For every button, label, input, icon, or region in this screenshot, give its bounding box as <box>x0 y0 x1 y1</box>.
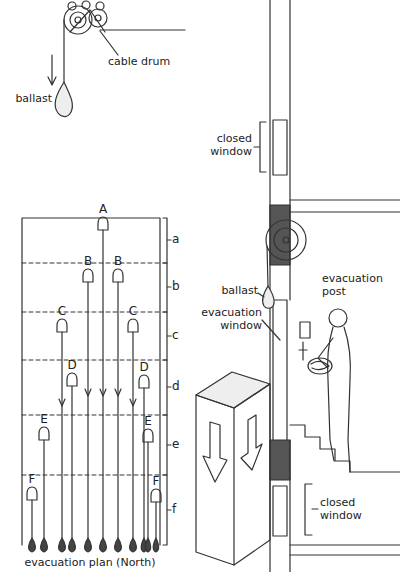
part-label: ballast <box>212 284 258 297</box>
zone-bracket <box>163 312 171 360</box>
post-symbol <box>98 217 108 230</box>
down-arrow <box>241 415 262 470</box>
post-letter: E <box>34 413 54 426</box>
post-symbol <box>27 487 37 500</box>
rope <box>63 20 64 82</box>
plan-outline <box>22 218 160 545</box>
down-arrow <box>203 422 227 482</box>
post-symbol <box>67 373 77 386</box>
drum-wheel <box>70 12 86 28</box>
post-letter: B <box>108 255 128 268</box>
ballast-drop <box>153 538 158 552</box>
facade-inner <box>289 0 290 572</box>
floor-slab <box>290 545 400 555</box>
part-label: ballast <box>10 92 52 105</box>
zone-bracket <box>163 415 171 475</box>
post-symbol <box>39 427 49 440</box>
drum-wheel <box>64 6 92 34</box>
ballast-drop <box>85 538 92 552</box>
post-symbol <box>83 269 93 282</box>
ballast-weight <box>55 82 72 117</box>
zone-letter: a <box>172 233 188 246</box>
evacuation-opening <box>273 300 287 440</box>
ballast-drop <box>130 538 137 552</box>
zone-bracket <box>163 360 171 415</box>
post-letter: D <box>62 359 82 372</box>
wall-shade <box>270 205 290 265</box>
tool <box>299 342 307 360</box>
zone-bracket <box>163 475 171 545</box>
zone-letter: c <box>172 329 188 342</box>
part-label: evacuation window <box>196 306 262 332</box>
ballast-drop <box>41 538 48 552</box>
pillar-face <box>234 384 270 565</box>
zone-letter: f <box>172 503 188 516</box>
rescue-harness <box>308 358 332 374</box>
ballast-drop <box>145 538 150 552</box>
part-label: closed window <box>200 132 252 158</box>
post-symbol <box>113 269 123 282</box>
drum-hub <box>75 17 81 23</box>
drum-hub <box>283 237 289 243</box>
wall-shade <box>270 440 290 480</box>
drum-wheel <box>266 220 306 260</box>
bracket <box>254 122 266 172</box>
pillar-top <box>196 372 270 408</box>
part-label: closed window <box>320 496 386 522</box>
post-letter: F <box>146 475 166 488</box>
post-letter: A <box>93 203 113 216</box>
plan-caption: evacuation plan (North) <box>10 556 170 569</box>
post-letter: D <box>134 361 154 374</box>
gear-wheel <box>89 9 107 27</box>
zone-divider <box>22 312 160 313</box>
post-symbol <box>128 319 138 332</box>
post-symbol <box>57 319 67 332</box>
zone-divider <box>22 475 160 476</box>
gear-hub <box>95 15 101 21</box>
zone-letter: d <box>172 380 188 393</box>
evacuation-plan <box>22 217 171 552</box>
ballast-drop <box>69 538 76 552</box>
ballast-drop <box>100 538 107 552</box>
person-body <box>328 327 351 472</box>
post-symbol <box>151 489 161 502</box>
post-letter: C <box>123 305 143 318</box>
wall-box <box>300 322 310 338</box>
cable-line <box>32 230 156 538</box>
drum-support <box>70 10 105 32</box>
post-letter: C <box>52 305 72 318</box>
ballast-drop <box>115 538 122 552</box>
leader-line <box>262 320 280 340</box>
zone-divider <box>22 360 160 361</box>
part-label: evacuation post <box>322 272 394 298</box>
zone-bracket <box>163 263 171 312</box>
rope <box>267 246 268 286</box>
window-frame <box>273 120 287 175</box>
ballast-drop <box>59 538 66 552</box>
leader-line <box>258 293 264 297</box>
rescue-harness <box>311 361 329 369</box>
drum-wheel <box>274 228 298 252</box>
beam <box>100 29 185 30</box>
window-frame <box>273 486 287 536</box>
person-head <box>329 309 347 327</box>
ballast-drop <box>29 538 36 552</box>
zone-letter: b <box>172 280 188 293</box>
zone-letter: e <box>172 438 188 451</box>
motion-arrow <box>48 55 56 85</box>
post-letter: B <box>78 255 98 268</box>
sign-pillar <box>196 372 270 565</box>
bracket <box>305 484 318 535</box>
post-letter: F <box>22 473 42 486</box>
post-letter: E <box>138 415 158 428</box>
direction-arrow <box>59 389 136 406</box>
stairs <box>290 425 400 472</box>
building-section <box>254 0 400 572</box>
floor-slab <box>290 200 400 212</box>
zone-bracket <box>163 218 171 263</box>
pillar-face <box>196 395 234 565</box>
post-symbol <box>139 375 149 388</box>
part-label: cable drum <box>108 55 188 68</box>
leader-line <box>100 31 118 55</box>
